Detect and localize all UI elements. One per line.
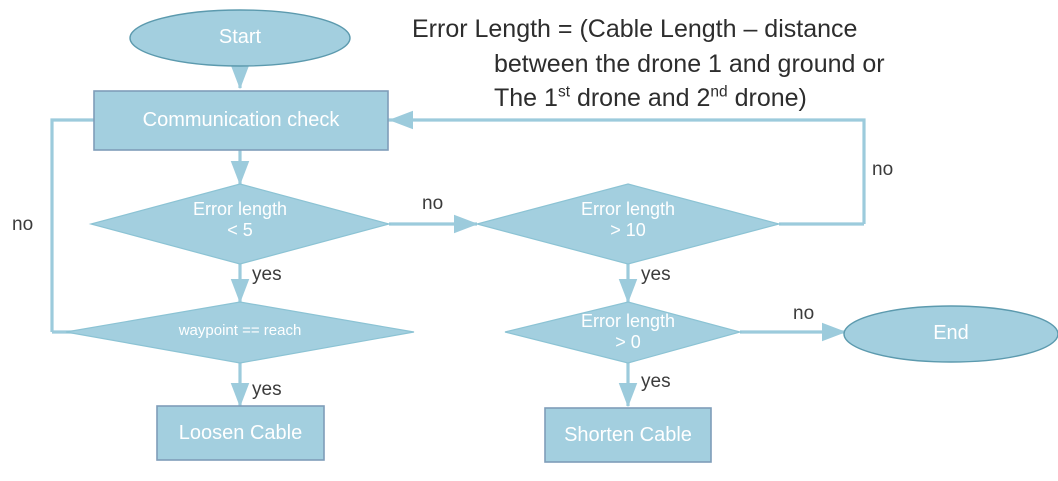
edge-label-no-gt10-loop: no <box>872 159 894 180</box>
edge-label-no-lt5-to-gt10: no <box>422 193 444 214</box>
node-shorten-cable[interactable] <box>544 407 712 463</box>
edge-label-no-gt0-to-end: no <box>793 303 815 324</box>
formula-line-3-sup-nd: nd <box>710 83 728 101</box>
formula-line-3-sup-st: st <box>557 83 570 101</box>
formula-line-3-part-a: The 1 <box>494 84 558 112</box>
node-error-length-lt-5[interactable] <box>88 183 392 265</box>
node-start[interactable] <box>129 9 351 67</box>
formula-line-2: between the drone 1 and ground or <box>494 49 885 78</box>
node-waypoint-reach[interactable] <box>65 301 415 364</box>
edge-label-no-left-loop: no <box>12 214 34 235</box>
formula-line-3-part-c: drone) <box>727 84 807 112</box>
node-communication-check[interactable] <box>93 90 389 151</box>
edge-label-yes-gt10-to-gt0: yes <box>641 264 671 285</box>
node-error-length-gt-0[interactable] <box>504 301 743 364</box>
formula-line-3: The 1st drone and 2nd drone) <box>412 81 1052 116</box>
edge-label-yes-lt5-to-waypoint: yes <box>252 264 282 285</box>
edge-label-yes-waypoint-to-loosen: yes <box>252 379 282 400</box>
formula-line-3-part-b: drone and 2 <box>570 84 711 112</box>
edge-label-yes-gt0-to-shorten: yes <box>641 371 671 392</box>
formula-text: Error Length = (Cable Length – distance … <box>412 12 1052 116</box>
node-error-length-gt-10[interactable] <box>474 183 782 265</box>
formula-line-1: Error Length = (Cable Length – distance <box>412 15 858 43</box>
connector-gt10-no-loopback <box>388 110 866 224</box>
node-end[interactable] <box>843 305 1058 363</box>
node-loosen-cable[interactable] <box>156 405 325 461</box>
